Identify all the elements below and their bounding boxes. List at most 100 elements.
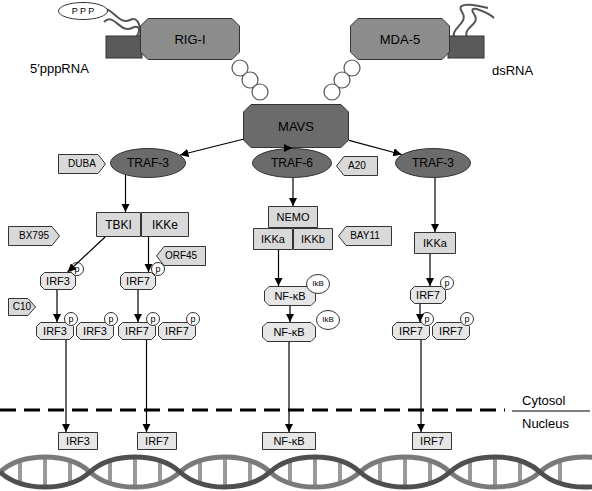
outline-shape (187, 313, 200, 326)
node-label: p (424, 315, 429, 324)
phospho-mark: p (420, 312, 434, 326)
outline-shape (307, 275, 330, 294)
node-label: TBKI (105, 219, 132, 231)
phospho-mark: p (146, 312, 160, 326)
signal-arrow (146, 340, 147, 432)
signal-arrow (420, 340, 421, 432)
node-label: IRF7 (145, 436, 169, 447)
outline-shape (396, 149, 471, 178)
dna-rung (68, 462, 72, 482)
node-label: DUBA (68, 159, 96, 169)
node-label: MAVS (278, 120, 314, 133)
dna-rung (248, 462, 252, 482)
outline-shape (147, 313, 160, 326)
traf-ellipse: TRAF-3 (110, 148, 186, 178)
signal-arrow (65, 340, 66, 432)
node-label: IRF7 (420, 436, 444, 447)
dna-rung (428, 462, 432, 482)
outline-shape (269, 207, 318, 228)
transcription-factor: NF-κB (262, 322, 316, 342)
outline-shape (59, 3, 108, 20)
node-label: MDA-5 (380, 33, 420, 46)
node-label: IRF3 (46, 276, 70, 287)
inhibitor-arrow: ORF45 (156, 246, 206, 266)
node-label: IRF3 (43, 326, 67, 337)
phosphate-cap: P P P (58, 2, 108, 20)
signal-arrow (148, 237, 149, 272)
outline-shape (337, 157, 378, 176)
node-label: p (68, 315, 73, 324)
dna-rung (403, 458, 407, 486)
outline-shape (97, 213, 141, 237)
node-label: p (150, 315, 155, 324)
outline-shape (65, 313, 78, 326)
outline-shape (294, 229, 333, 250)
ikb-circle: IkB (306, 274, 330, 294)
node-label: TRAF-6 (271, 157, 313, 169)
dna-rung (288, 462, 292, 482)
node-label: IRF7 (416, 290, 440, 301)
inhibitor-arrow: DUBA (58, 154, 106, 174)
node-label: IRF3 (83, 326, 107, 337)
signal-arrow (288, 342, 289, 432)
nuclear-factor: IRF7 (137, 432, 177, 450)
node-label: IRF7 (399, 326, 423, 337)
outline-shape (411, 287, 446, 304)
node-label: p (444, 279, 449, 288)
outline-shape (339, 227, 392, 246)
node-label: BAY11 (350, 231, 380, 241)
transcription-factor: IRF3 (40, 272, 76, 290)
region-divider (512, 411, 590, 412)
phospho-mark: p (70, 262, 84, 276)
outline-shape (415, 233, 456, 254)
region-label: Nucleus (522, 417, 569, 430)
dna-rung (468, 462, 472, 482)
node-label: p (108, 315, 113, 324)
dna-rung (198, 462, 202, 482)
outline-shape (157, 247, 206, 266)
node-label: IRF7 (439, 326, 463, 337)
signal-arrow (429, 254, 430, 286)
phospho-mark: p (104, 312, 118, 326)
signal-arrow (278, 250, 279, 286)
dna-rung (518, 462, 522, 482)
outline-shape (59, 433, 98, 450)
node-label: NF-κB (273, 327, 304, 338)
dna-rung (338, 462, 342, 482)
ikb-circle: IkB (316, 310, 340, 330)
dna-rung (493, 458, 497, 486)
node-label: IKKb (301, 234, 325, 245)
outline-shape (254, 229, 293, 250)
dna-rung (108, 462, 112, 482)
node-label: TRAF-3 (412, 157, 454, 169)
node-label: p (155, 265, 160, 274)
card-circle (324, 84, 340, 100)
signal-arrow (349, 140, 402, 154)
node-label: IKKe (152, 219, 178, 231)
sensor-box: RIG-I (140, 18, 240, 60)
helicase-domain (448, 36, 484, 58)
signal-arrow (137, 290, 138, 322)
rna-strand (466, 9, 494, 40)
signal-arrow (125, 175, 126, 212)
signal-arrow (434, 178, 435, 232)
membrane-line (0, 409, 505, 412)
kinase-box: IKKa (253, 228, 293, 250)
outline-shape (413, 433, 452, 450)
transcription-factor: IRF7 (410, 286, 446, 304)
outline-shape (461, 313, 474, 326)
kinase-box: IKKa (414, 232, 456, 254)
node-label: TRAF-3 (127, 157, 169, 169)
node-label: p (464, 315, 469, 324)
outline-shape (317, 311, 340, 330)
dna-rung (313, 458, 317, 486)
outline-shape (152, 263, 165, 276)
outline-shape (41, 273, 76, 290)
outline-shape (138, 433, 177, 450)
node-label: NF-κB (273, 436, 304, 447)
transcription-factor: IRF7 (120, 272, 156, 290)
signal-arrow (292, 178, 293, 206)
outline-shape (9, 227, 60, 246)
rna-strand (454, 5, 488, 40)
